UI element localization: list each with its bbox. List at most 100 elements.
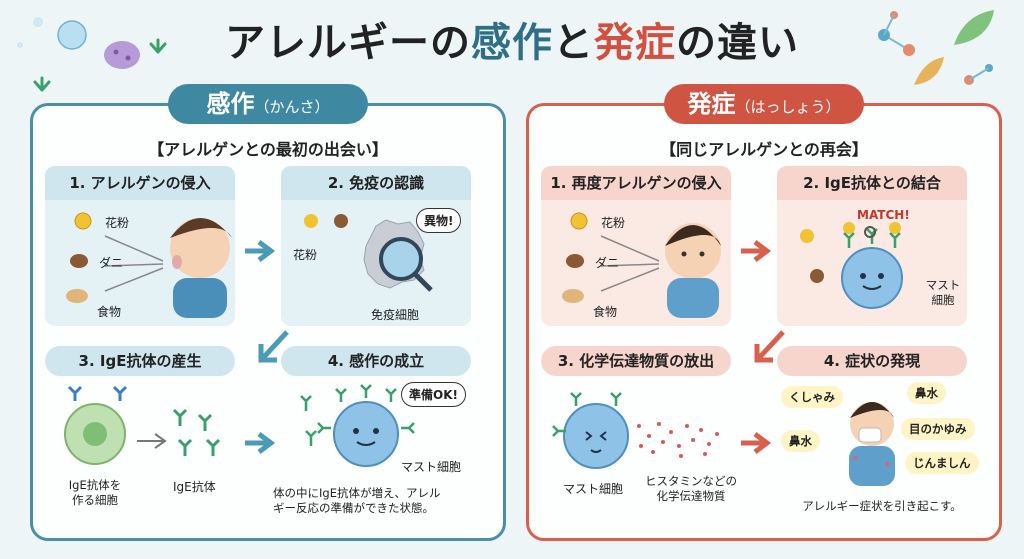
magnifier-icon: [379, 237, 423, 281]
pollen-icon: [889, 222, 901, 234]
step2-box: 2. IgE抗体との結合 MATCH! マスト細胞: [777, 166, 967, 326]
label-line: 細胞: [931, 293, 955, 307]
tab-reading: （はっしょう）: [735, 98, 841, 116]
food-label: 食物: [97, 305, 122, 319]
mite-icon: [566, 254, 584, 268]
antibody-icon: [149, 38, 167, 54]
decor-top-right: [878, 10, 994, 85]
step3-box: 3. IgE抗体の産生 IgE抗体を作る細胞 IgE抗体: [45, 346, 235, 507]
label-line: 化学伝達物質: [656, 489, 726, 503]
pollen-icon: [800, 229, 814, 243]
onset-panel: 発症（はっしょう） 【同じアレルゲンとの再会】 1. 再度アレルゲンの侵入 花粉…: [526, 84, 1002, 541]
pollen-icon: [74, 212, 92, 230]
title-text: アレルギーの: [225, 20, 471, 66]
symptom-runny-nose: 鼻水: [907, 382, 946, 404]
pollen-label: 花粉: [601, 216, 626, 230]
title-text: の違い: [676, 20, 799, 66]
leaf-icon: [954, 10, 994, 45]
sensitization-panel: 感作（かんさ） 【アレルゲンとの最初の出会い】 1. アレルゲンの侵入 花粉 ダ…: [30, 84, 506, 541]
desc-line: 体の中にIgE抗体が増え、アレル: [273, 486, 441, 500]
arrow-right-icon: [741, 432, 772, 454]
onset-tab: 発症（はっしょう）: [664, 84, 864, 124]
mite-icon: [810, 269, 824, 283]
pollen-icon: [843, 222, 855, 234]
step-title: 3. 化学伝達物質の放出: [541, 346, 731, 376]
bubble-icon: [33, 17, 43, 27]
tissue-icon: [858, 427, 882, 443]
bubble-icon: [17, 42, 23, 48]
immune-recognition-illustration: [304, 214, 433, 292]
symptom-itchy-eyes: 目のかゆみ: [901, 418, 975, 440]
title-text: と: [553, 20, 594, 66]
title-onset: 発症: [594, 20, 676, 66]
mast-cell-label: マスト細胞: [923, 278, 963, 308]
pollen-icon: [304, 214, 318, 228]
match-label: MATCH!: [857, 208, 910, 222]
arrow-diagonal-icon: [258, 330, 289, 363]
step1-box: 1. アレルゲンの侵入 花粉 ダニ 食物: [45, 166, 235, 326]
ige-binding-illustration: [800, 222, 903, 309]
panel-subtitle: 【同じアレルゲンとの再会】: [660, 140, 868, 159]
step1-box: 1. 再度アレルゲンの侵入 花粉 ダニ 食物: [541, 166, 731, 326]
antibody-icon: [305, 430, 317, 446]
mast-cell-icon: [333, 401, 399, 467]
mediator-release-illustration: [552, 392, 719, 469]
sensitization-tab: 感作（かんさ）: [168, 84, 368, 124]
pollen-label: 花粉: [293, 248, 318, 262]
tab-label: 感作: [206, 90, 255, 118]
food-icon: [66, 289, 88, 303]
arrow-diagonal-icon: [754, 330, 785, 363]
antibody-icon: [172, 408, 188, 426]
histamine-particles: [637, 422, 719, 458]
mast-cell-icon: [563, 403, 629, 469]
bubble-icon: [57, 20, 87, 50]
label-line: マスト: [925, 278, 961, 292]
label-line: 作る細胞: [72, 493, 118, 507]
step-title: 2. 免疫の認識: [281, 166, 471, 200]
link-icon: [864, 226, 877, 238]
label-line: ヒスタミンなどの: [645, 474, 737, 488]
mast-cell-label: マスト細胞: [563, 482, 624, 496]
immune-cell-label: 免疫細胞: [371, 308, 420, 322]
allergen-entry-illustration: [66, 212, 232, 318]
label-line: IgE抗体を: [68, 478, 122, 492]
sensitization-description: 体の中にIgE抗体が増え、アレルギー反応の準備ができた状態。: [273, 486, 488, 516]
onset-description: アレルギー症状を引き起こす。: [802, 499, 962, 513]
step-title: 1. 再度アレルゲンの侵入: [541, 166, 731, 200]
sensitization-complete-illustration: [300, 384, 415, 467]
symptom-sneeze: くしゃみ: [781, 386, 843, 408]
antibody-production-illustration: [64, 385, 221, 465]
arrow-right-icon: [741, 240, 772, 262]
mite-label: ダニ: [595, 256, 620, 270]
page-title: アレルギーの感作と発症の違い: [0, 10, 1024, 68]
speech-bubble: 準備OK!: [401, 382, 466, 407]
arrow-right-icon: [245, 240, 276, 262]
leaf-icon: [914, 57, 944, 85]
pollen-label: 花粉: [105, 216, 130, 230]
mediator-label: ヒスタミンなどの化学伝達物質: [641, 474, 741, 504]
microbe-icon: [104, 41, 140, 69]
symptoms-illustration: [849, 402, 895, 486]
food-label: 食物: [593, 305, 618, 319]
mite-icon: [70, 254, 88, 268]
title-sensitization: 感作: [471, 20, 553, 66]
tab-label: 発症: [687, 90, 736, 118]
step-title: 4. 感作の成立: [281, 346, 471, 376]
step-title: 3. IgE抗体の産生: [45, 346, 235, 376]
mite-label: ダニ: [99, 256, 124, 270]
decor-top-left: [17, 17, 167, 92]
mast-cell-label: マスト細胞: [401, 460, 462, 474]
step3-box: 3. 化学伝達物質の放出 マスト細胞 ヒスタミンなどの化学伝達物質: [541, 346, 737, 506]
step-title: 4. 症状の発現: [777, 346, 967, 376]
desc-line: ギー反応の準備ができた状態。: [273, 501, 434, 515]
symptom-runny-nose: 鼻水: [781, 430, 820, 452]
mast-cell-icon: [841, 247, 903, 309]
step-title: 2. IgE抗体との結合: [777, 166, 967, 200]
antibody-icon: [112, 385, 128, 401]
antibody-icon: [33, 76, 51, 92]
antibody-icon: [300, 395, 312, 411]
food-icon: [562, 289, 584, 303]
step4-box: 4. 症状の発現 くしゃみ 鼻水 鼻水 目のかゆみ じんましん: [777, 346, 979, 506]
antibody-icon: [67, 385, 83, 401]
tab-reading: （かんさ）: [254, 98, 330, 116]
